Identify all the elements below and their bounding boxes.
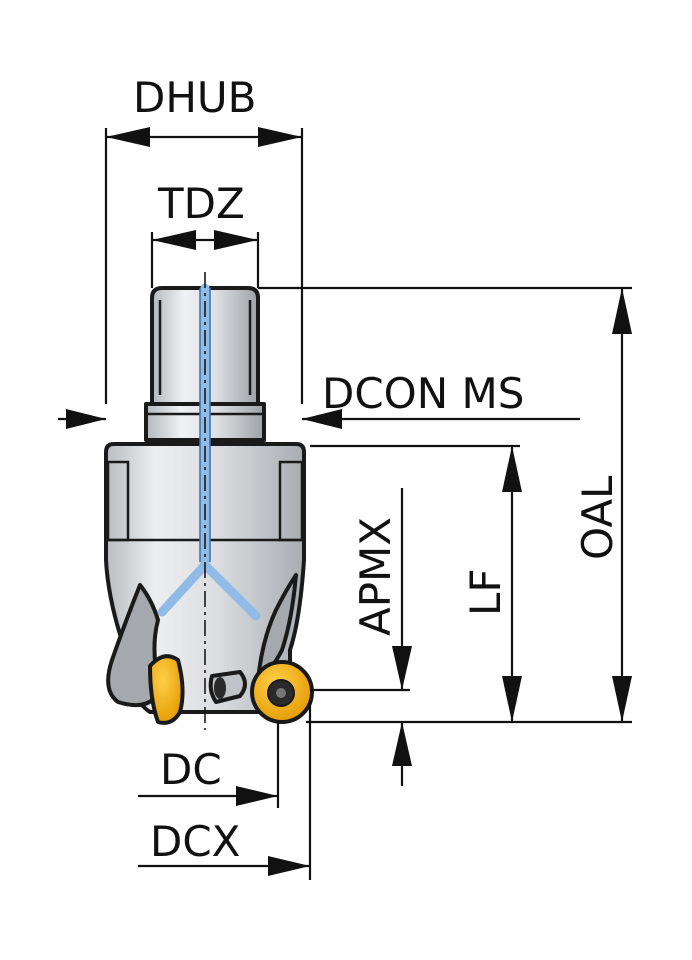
label-oal: OAL	[573, 475, 622, 560]
dimension-lines	[58, 127, 632, 880]
insert-left	[148, 654, 185, 725]
tool-body	[104, 272, 314, 730]
label-lf: LF	[461, 568, 510, 616]
label-tdz: TDZ	[157, 179, 245, 228]
label-dhub: DHUB	[133, 73, 256, 122]
flute-left	[106, 583, 162, 707]
label-apmx: APMX	[351, 517, 400, 636]
label-dcon-ms: DCON MS	[322, 369, 524, 418]
label-dc: DC	[160, 745, 222, 794]
label-dcx: DCX	[150, 817, 240, 866]
